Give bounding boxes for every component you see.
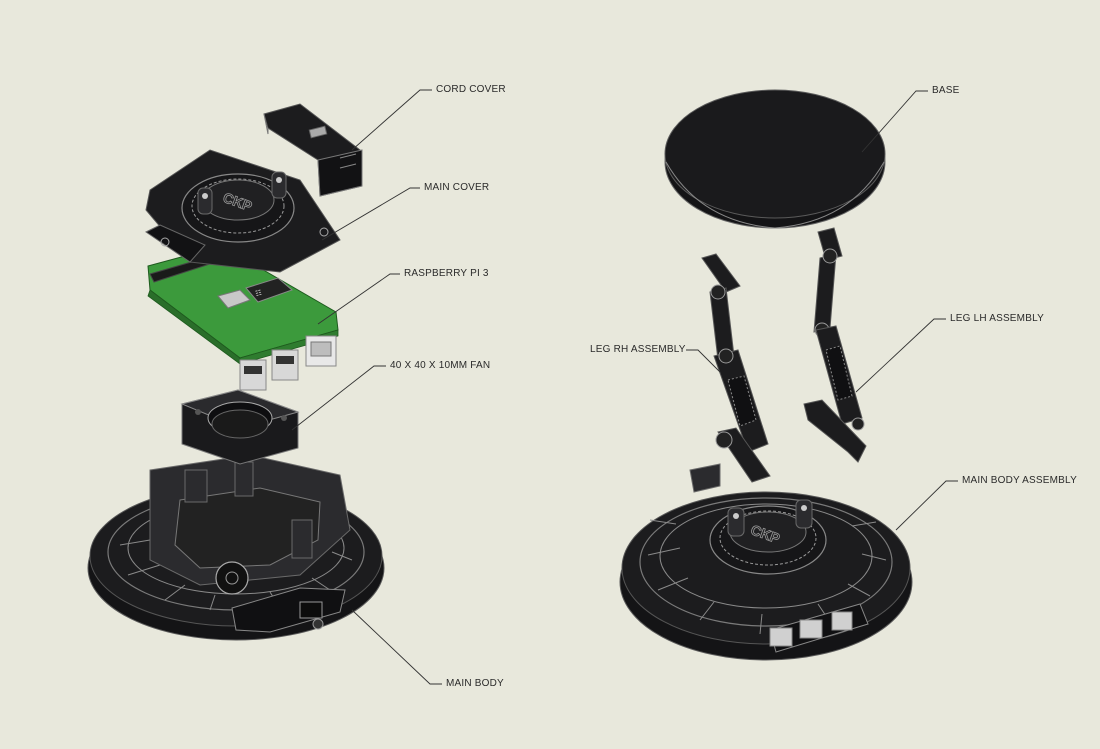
main-cover-part: CKP: [145, 149, 341, 273]
leader-raspberry-pi: [317, 273, 400, 325]
leader-main-body: [351, 609, 442, 685]
label-fan: 40 X 40 X 10MM FAN: [390, 360, 491, 371]
svg-text:☷: ☷: [255, 290, 263, 299]
leg-lh-part: [803, 227, 867, 463]
fan-part: [180, 389, 300, 465]
label-cord-cover: CORD COVER: [436, 84, 506, 95]
cord-cover-part: [263, 103, 363, 197]
label-raspberry-pi: RASPBERRY PI 3: [404, 268, 489, 279]
base-part: [664, 89, 886, 229]
label-main-cover: MAIN COVER: [424, 182, 490, 193]
leader-base: [861, 90, 928, 153]
raspberry-pi-part: ☷: [147, 245, 339, 391]
leader-leg-rh: [686, 349, 721, 373]
label-base: BASE: [932, 85, 960, 96]
leader-leg-lh: [855, 318, 946, 393]
leader-lines: [291, 89, 958, 685]
label-main-body-assembly: MAIN BODY ASSEMBLY: [962, 475, 1077, 486]
label-leg-rh: LEG RH ASSEMBLY: [590, 344, 686, 355]
leader-fan: [291, 365, 386, 431]
main-body-assembly-part: CKP: [619, 463, 913, 661]
leader-main-cover: [321, 187, 420, 241]
label-main-body: MAIN BODY: [446, 678, 504, 689]
leg-rh-part: [701, 253, 771, 483]
leader-main-body-assembly: [895, 480, 958, 531]
label-leg-lh: LEG LH ASSEMBLY: [950, 313, 1044, 324]
leader-cord-cover: [351, 89, 432, 151]
main-body-part: [87, 454, 385, 641]
